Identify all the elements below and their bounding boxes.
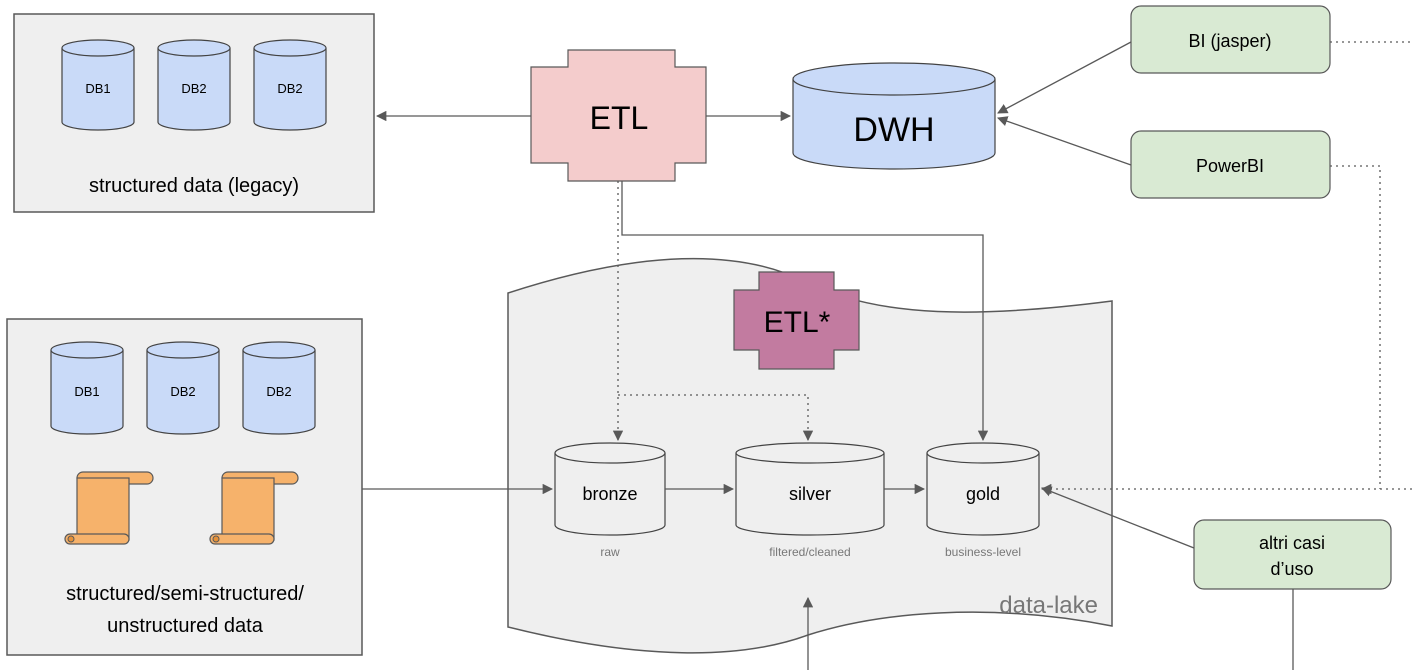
bi-jasper-box: BI (jasper)	[1130, 5, 1331, 74]
db-label: DB1	[74, 384, 99, 399]
db-cylinder: DB1	[50, 341, 124, 435]
altri-casi-label-line1: altri casi	[1259, 533, 1325, 553]
powerbi-box: PowerBI	[1130, 130, 1331, 199]
dwh-cylinder: DWH	[792, 62, 996, 170]
sources-caption-line2: unstructured data	[107, 615, 264, 637]
altri-casi-label-line2: d’uso	[1270, 559, 1313, 579]
db-label: DB2	[181, 81, 206, 96]
db-cylinder: DB2	[253, 39, 327, 131]
etl-block: ETL	[530, 49, 707, 182]
document-scroll-icon	[209, 471, 299, 545]
powerbi-label: PowerBI	[1196, 156, 1264, 176]
db-cylinder: DB2	[242, 341, 316, 435]
legacy-caption: structured data (legacy)	[89, 175, 299, 197]
db-label: DB2	[170, 384, 195, 399]
gold-layer: gold business-level	[926, 442, 1040, 559]
silver-label: silver	[789, 484, 831, 504]
document-scroll-icon	[64, 471, 154, 545]
dwh-label: DWH	[853, 111, 934, 149]
etl-star-block: ETL*	[733, 271, 860, 370]
sources-box: DB1 DB2 DB2 structured/semi-structured/ …	[6, 318, 363, 656]
legacy-data-box: DB1 DB2 DB2 structured data (legacy)	[13, 13, 375, 213]
powerbi-dotted-line	[1330, 165, 1381, 489]
db-cylinder: DB2	[157, 39, 231, 131]
silver-sublabel: filtered/cleaned	[769, 545, 850, 559]
connectors	[362, 41, 1412, 670]
bronze-sublabel: raw	[600, 545, 620, 559]
db-label: DB2	[277, 81, 302, 96]
etl-to-gold-arrow	[621, 181, 989, 442]
etl-star-label: ETL*	[764, 306, 831, 339]
powerbi-to-dwh-arrow	[997, 116, 1132, 166]
bronze-label: bronze	[582, 484, 637, 504]
bi-jasper-label: BI (jasper)	[1188, 31, 1271, 51]
silver-layer: silver filtered/cleaned	[735, 442, 885, 559]
db-label: DB1	[85, 81, 110, 96]
db-label: DB2	[266, 384, 291, 399]
altri-casi-uso-box: altri casi	[1193, 519, 1392, 590]
bronze-layer: bronze raw	[554, 442, 666, 559]
etl-label: ETL	[590, 100, 649, 136]
gold-label: gold	[966, 484, 1000, 504]
altri-to-gold-arrow	[1041, 486, 1195, 549]
bi-to-dwh-arrow	[997, 41, 1132, 114]
db-cylinder: DB1	[61, 39, 135, 131]
db-cylinder: DB2	[146, 341, 220, 435]
sources-caption-line1: structured/semi-structured/	[66, 583, 304, 605]
data-lake-label: data-lake	[999, 592, 1098, 619]
gold-sublabel: business-level	[945, 545, 1021, 559]
